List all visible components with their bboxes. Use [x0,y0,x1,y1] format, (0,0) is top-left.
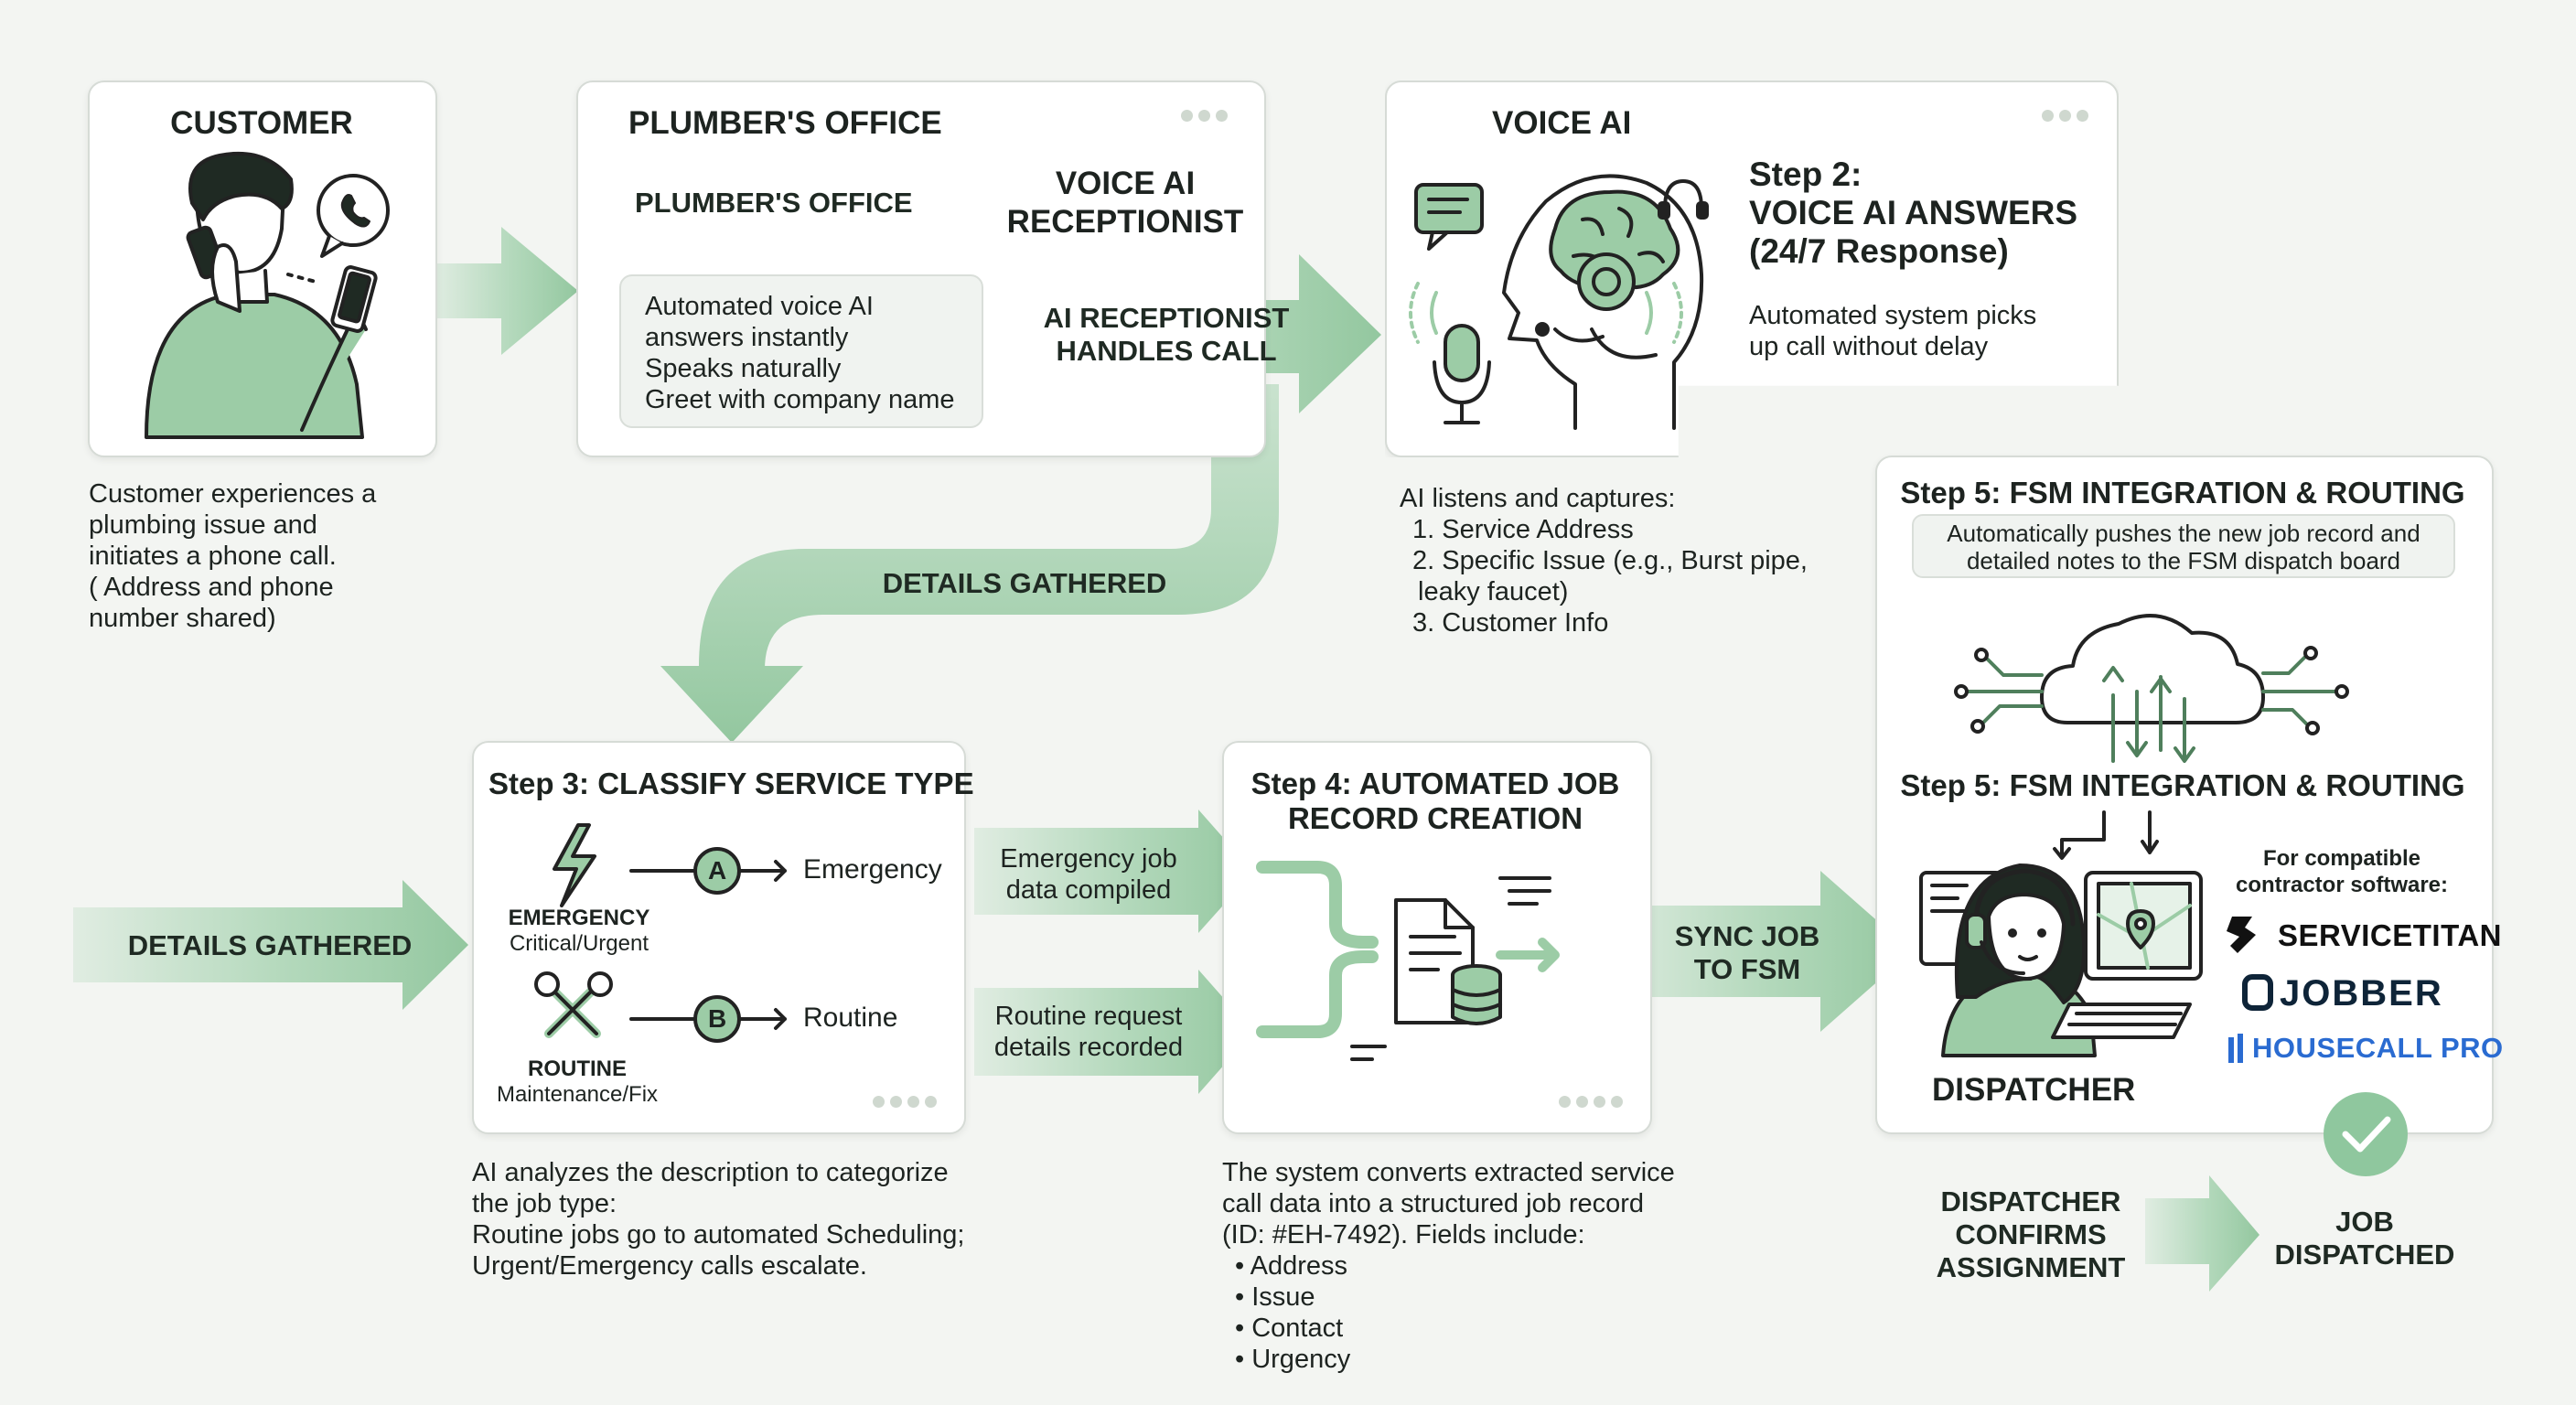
details-gathered-top-label: DETAILS GATHERED [882,567,1167,599]
voice-ai-receptionist-label: VOICE AI RECEPTIONIST [1006,166,1244,240]
voice-ai-title: VOICE AI [1492,105,1632,141]
card-menu-dots-4 [1553,1096,1623,1112]
routine-label: Routine [803,1003,898,1033]
arrow-routine [974,970,1253,1094]
servicetitan-icon [2227,917,2256,953]
jobber-logo: JOBBER [2280,973,2443,1014]
voice-ai-desc: Automated system picks up call without d… [1749,301,2037,361]
step5-title-top: Step 5: FSM INTEGRATION & ROUTING [1900,476,2465,509]
tools-icon [534,971,613,1038]
sync-job-label: SYNC JOB TO FSM [1674,920,1820,985]
emergency-label: Emergency [803,854,942,885]
voice-ai-captures: AI listens and captures: 1. Service Addr… [1400,484,1808,638]
jobber-icon [2242,974,2273,1011]
plumbers-office-note: Automated voice AI answers instantly Spe… [619,274,983,428]
step5-note: Automatically pushes the new job record … [1912,514,2455,578]
voice-ai-step2: Step 2: VOICE AI ANSWERS (24/7 Response) [1749,156,2078,270]
emergency-sub: Critical/Urgent [509,931,649,956]
emergency-data-label: Emergency job data compiled [1000,844,1177,905]
card-menu-dots [1175,110,1228,126]
dispatcher-confirms-label: DISPATCHER CONFIRMS ASSIGNMENT [1936,1185,2126,1283]
dispatcher-label: DISPATCHER [1932,1072,2136,1108]
arrow-customer-to-office [435,227,578,355]
badge-a: A [708,856,727,885]
routine-data-label: Routine request details recorded [993,1002,1184,1062]
emergency-icon-label: EMERGENCY [508,906,650,930]
housecall-icon [2228,1034,2243,1063]
step4-caption: The system converts extracted service ca… [1222,1158,1675,1374]
arrow-emergency [974,810,1253,933]
compat-label: For compatible contractor software: [2235,846,2449,897]
arrow-sync-job [1596,871,1912,1032]
card-menu-dots-3 [867,1096,937,1112]
plumbers-office-arrow-label: PLUMBER'S OFFICE [635,187,913,219]
step3-card [472,741,966,1134]
step5-title-mid: Step 5: FSM INTEGRATION & ROUTING [1900,768,2465,802]
routine-sub: Maintenance/Fix [496,1082,659,1107]
handles-call-label: AI RECEPTIONIST HANDLES CALL [1043,302,1290,367]
step3-caption: AI analyzes the description to categoriz… [472,1158,965,1281]
job-dispatched-label: JOB DISPATCHED [2274,1206,2455,1271]
step4-title: Step 4: AUTOMATED JOB RECORD CREATION [1250,767,1620,835]
customer-caption: Customer experiences a plumbing issue an… [89,479,377,633]
cloud-icon [2040,614,2265,724]
badge-b: B [708,1004,727,1033]
arrow-details-gathered-curve [660,384,1279,743]
lightning-icon [553,823,596,907]
customer-title: CUSTOMER [170,105,353,141]
servicetitan-logo: SERVICETITAN [2278,918,2502,952]
arrow-confirms [2145,1175,2259,1292]
step3-title: Step 3: CLASSIFY SERVICE TYPE [488,767,974,800]
details-gathered-left-label: DETAILS GATHERED [127,929,413,961]
housecall-pro-logo: HOUSECALL PRO [2252,1032,2504,1064]
arrow-details-gathered-left [73,880,468,1010]
routine-icon-label: ROUTINE [528,1056,627,1081]
plumbers-office-title: PLUMBER'S OFFICE [628,105,942,141]
card-menu-dots-2 [2036,110,2088,126]
